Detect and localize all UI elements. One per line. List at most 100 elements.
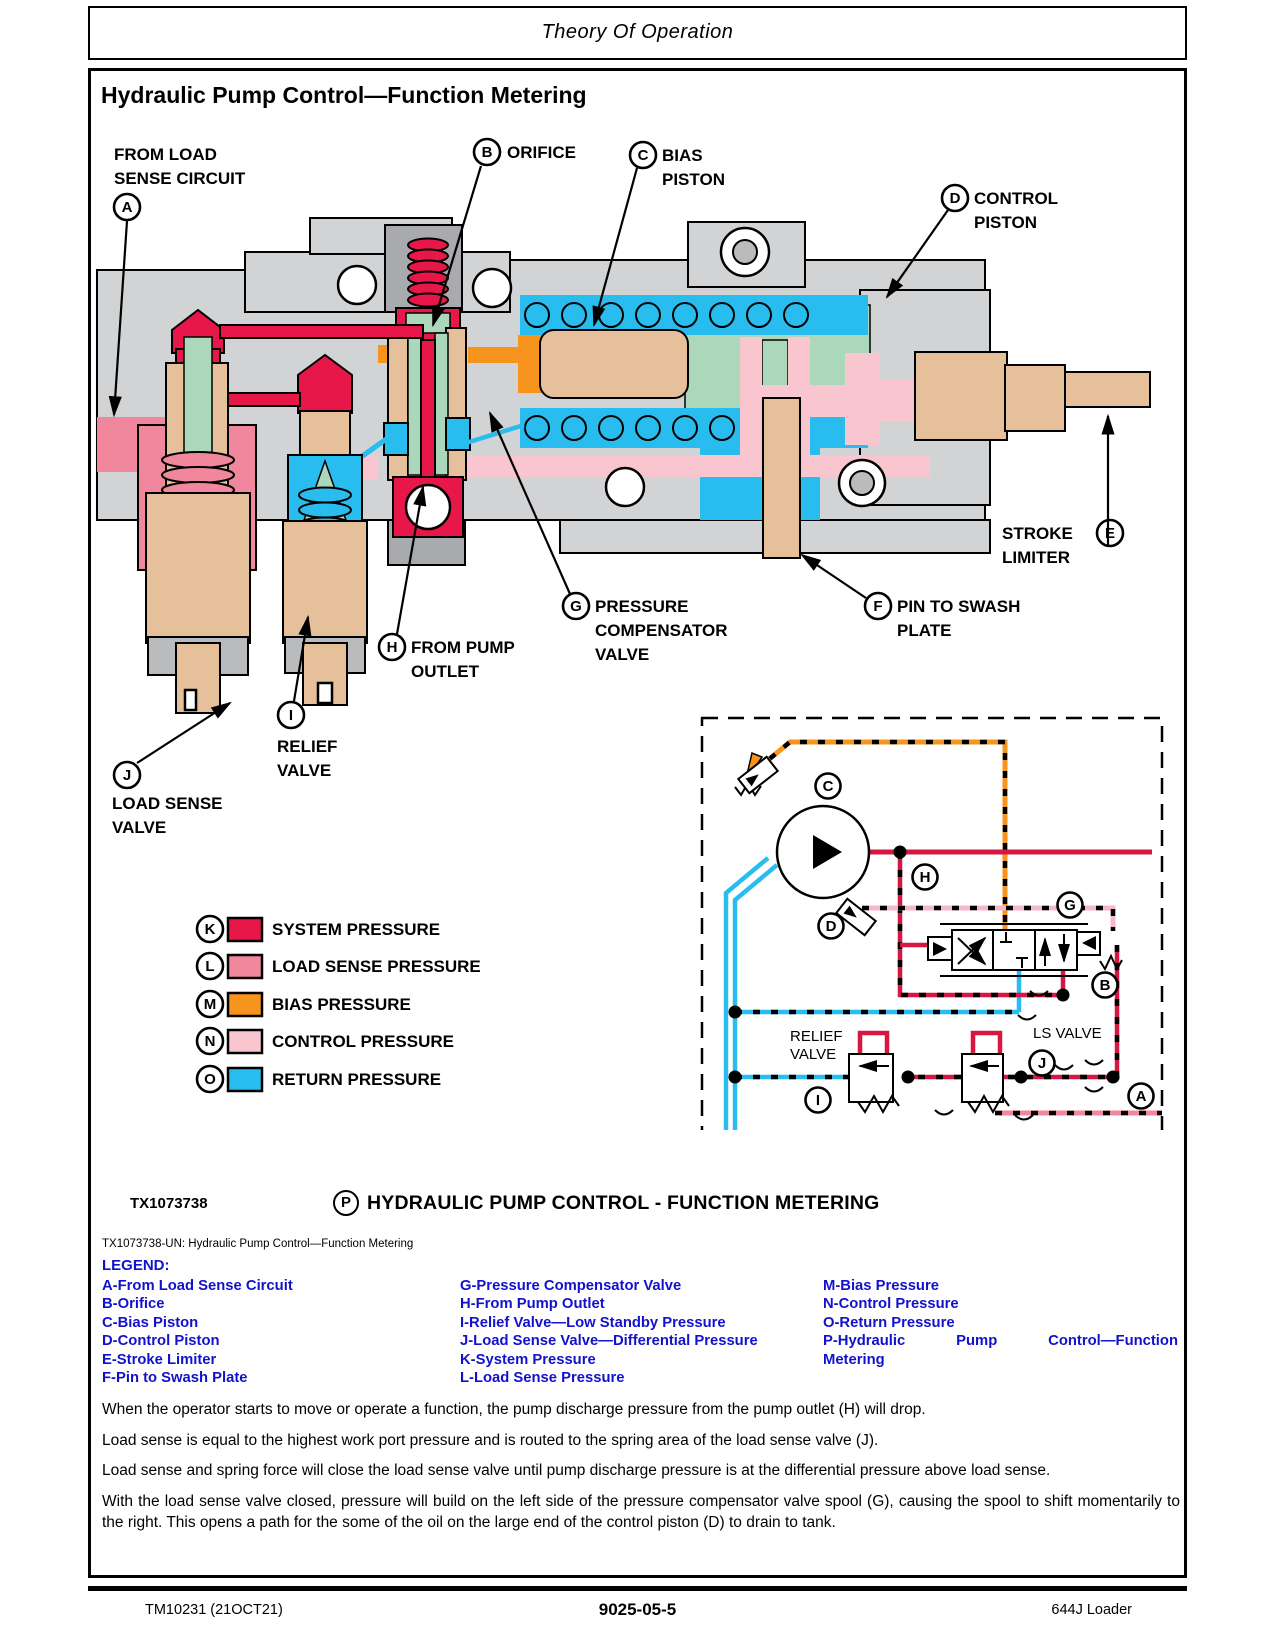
callout-j-label2: VALVE <box>112 818 166 837</box>
figure-caption: P HYDRAULIC PUMP CONTROL - FUNCTION METE… <box>333 1190 880 1216</box>
running-header-title: Theory Of Operation <box>541 21 734 43</box>
legend-col-3: M-Bias Pressure N-Control Pressure O-Ret… <box>823 1277 1180 1387</box>
sch-letter-h: H <box>920 869 931 886</box>
key-o-label: RETURN PRESSURE <box>272 1070 441 1089</box>
stroke-limiter <box>914 351 1151 441</box>
key-k-swatch <box>226 916 264 943</box>
callout-i-label1: RELIEF <box>277 737 337 756</box>
callout-d-label2: PISTON <box>974 213 1037 232</box>
legend-item: A-From Load Sense Circuit <box>102 1278 293 1294</box>
key-n-label: CONTROL PRESSURE <box>272 1032 454 1051</box>
sch-relief-label1: RELIEF <box>790 1028 843 1045</box>
sch-letter-b: B <box>1100 977 1111 994</box>
paragraph: When the operator starts to move or oper… <box>102 1401 926 1419</box>
relief-valve-symbol <box>848 1053 900 1115</box>
compensator-valve-symbol <box>927 923 1123 977</box>
callout-f-label2: PLATE <box>897 621 951 640</box>
content-frame <box>88 68 1187 1578</box>
callout-j-label1: LOAD SENSE <box>112 794 223 813</box>
key-k-letter: K <box>205 921 216 938</box>
legend-item: N-Control Pressure <box>823 1296 959 1313</box>
legend-col-2: G-Pressure Compensator Valve H-From Pump… <box>460 1277 823 1387</box>
key-m-swatch <box>226 991 264 1018</box>
callout-d-letter: D <box>950 190 961 207</box>
body-paragraphs: When the operator starts to move or oper… <box>102 1399 1180 1533</box>
drain-marks <box>934 990 1104 1121</box>
footer-doc-id: TM10231 (21OCT21) <box>145 1602 283 1618</box>
sch-ls-label: LS VALVE <box>1033 1025 1102 1042</box>
footer-model: 644J Loader <box>1051 1602 1132 1618</box>
sch-letter-g: G <box>1064 897 1076 914</box>
page-title: Hydraulic Pump Control—Function Metering <box>101 82 587 108</box>
callout-f-label1: PIN TO SWASH <box>897 597 1020 616</box>
callout-h-label2: OUTLET <box>411 662 480 681</box>
sch-letter-i: I <box>816 1092 820 1109</box>
spring-coils-top <box>524 302 809 328</box>
legend-col-1: A-From Load Sense Circuit B-Orifice C-Bi… <box>102 1277 460 1387</box>
callout-g-letter: G <box>570 598 582 615</box>
callout-g-label3: VALVE <box>595 645 649 664</box>
callout-c-label1: BIAS <box>662 146 703 165</box>
key-l-swatch <box>226 953 264 980</box>
legend-item: F-Pin to Swash Plate <box>102 1370 248 1387</box>
figure-alt-caption: TX1073738-UN: Hydraulic Pump Control—Fun… <box>102 1238 414 1250</box>
system-pressure-passages <box>219 324 424 407</box>
control-piston-symbol <box>834 897 878 937</box>
key-n-letter: N <box>205 1033 216 1050</box>
bias-piston-symbol <box>736 755 780 795</box>
legend-item: H-From Pump Outlet <box>460 1296 605 1313</box>
callout-i-letter: I <box>289 707 293 724</box>
key-o-swatch <box>226 1066 264 1093</box>
legend-heading: LEGEND: <box>102 1257 170 1274</box>
callout-i-label2: VALVE <box>277 761 331 780</box>
callout-h-letter: H <box>387 639 398 656</box>
sch-letter-a: A <box>1136 1088 1147 1105</box>
text-block: TX1073738-UN: Hydraulic Pump Control—Fun… <box>102 1238 1180 1542</box>
legend-item: K-System Pressure <box>460 1351 596 1368</box>
caption-letter-badge: P <box>333 1190 359 1216</box>
footer-page-number: 9025-05-5 <box>598 1600 677 1619</box>
sch-relief-label2: VALVE <box>790 1046 836 1063</box>
pin-to-swash-plate <box>762 397 801 559</box>
running-header-box: Theory Of Operation <box>88 6 1187 60</box>
relief-valve <box>282 353 368 706</box>
footer-rule <box>88 1586 1187 1591</box>
callout-a-label1: FROM LOAD <box>114 145 217 164</box>
caption-text: HYDRAULIC PUMP CONTROL - FUNCTION METERI… <box>367 1191 880 1214</box>
sch-letter-j: J <box>1038 1055 1046 1072</box>
callout-e-letter: E <box>1105 525 1115 542</box>
callout-a-label2: SENSE CIRCUIT <box>114 169 246 188</box>
legend-item: O-Return Pressure <box>823 1314 955 1331</box>
adjusting-spring <box>407 237 449 308</box>
paragraph: Load sense and spring force will close t… <box>102 1462 1051 1480</box>
sch-letter-c: C <box>823 778 834 795</box>
key-o-letter: O <box>204 1071 216 1088</box>
legend-item: J-Load Sense Valve—Differential Pressure <box>460 1333 758 1350</box>
legend-item: I-Relief Valve—Low Standby Pressure <box>460 1314 726 1331</box>
legend-item: G-Pressure Compensator Valve <box>460 1278 682 1294</box>
callout-f-letter: F <box>873 598 882 615</box>
callout-h-label1: FROM PUMP <box>411 638 515 657</box>
key-k-label: SYSTEM PRESSURE <box>272 920 440 939</box>
key-l-letter: L <box>205 958 214 975</box>
schematic-inset: C H D G B I J A RELIEF VALVE LS VALVE <box>700 716 1164 1130</box>
legend-item: Metering <box>823 1351 885 1368</box>
callout-g-label1: PRESSURE <box>595 597 689 616</box>
callouts: FROM LOAD SENSE CIRCUIT A B ORIFICE C BI… <box>108 137 1125 837</box>
callout-b-letter: B <box>482 144 493 161</box>
bolt-holes <box>336 226 887 508</box>
sch-letter-d: D <box>826 918 837 935</box>
callout-c-letter: C <box>638 147 649 164</box>
key-m-letter: M <box>204 996 217 1013</box>
callout-b-label: ORIFICE <box>507 143 576 162</box>
callout-j-letter: J <box>123 767 131 784</box>
legend-item: L-Load Sense Pressure <box>460 1370 625 1387</box>
figure-id: TX1073738 <box>130 1195 208 1212</box>
hydraulic-figure: FROM LOAD SENSE CIRCUIT A B ORIFICE C BI… <box>96 137 1164 1130</box>
figure-caption-row: TX1073738 P HYDRAULIC PUMP CONTROL - FUN… <box>90 1190 1190 1220</box>
callout-d-label1: CONTROL <box>974 189 1058 208</box>
callout-c-label2: PISTON <box>662 170 725 189</box>
legend-item: B-Orifice <box>102 1296 165 1313</box>
legend-item: P-Hydraulic Pump Control—Function <box>823 1333 1178 1350</box>
